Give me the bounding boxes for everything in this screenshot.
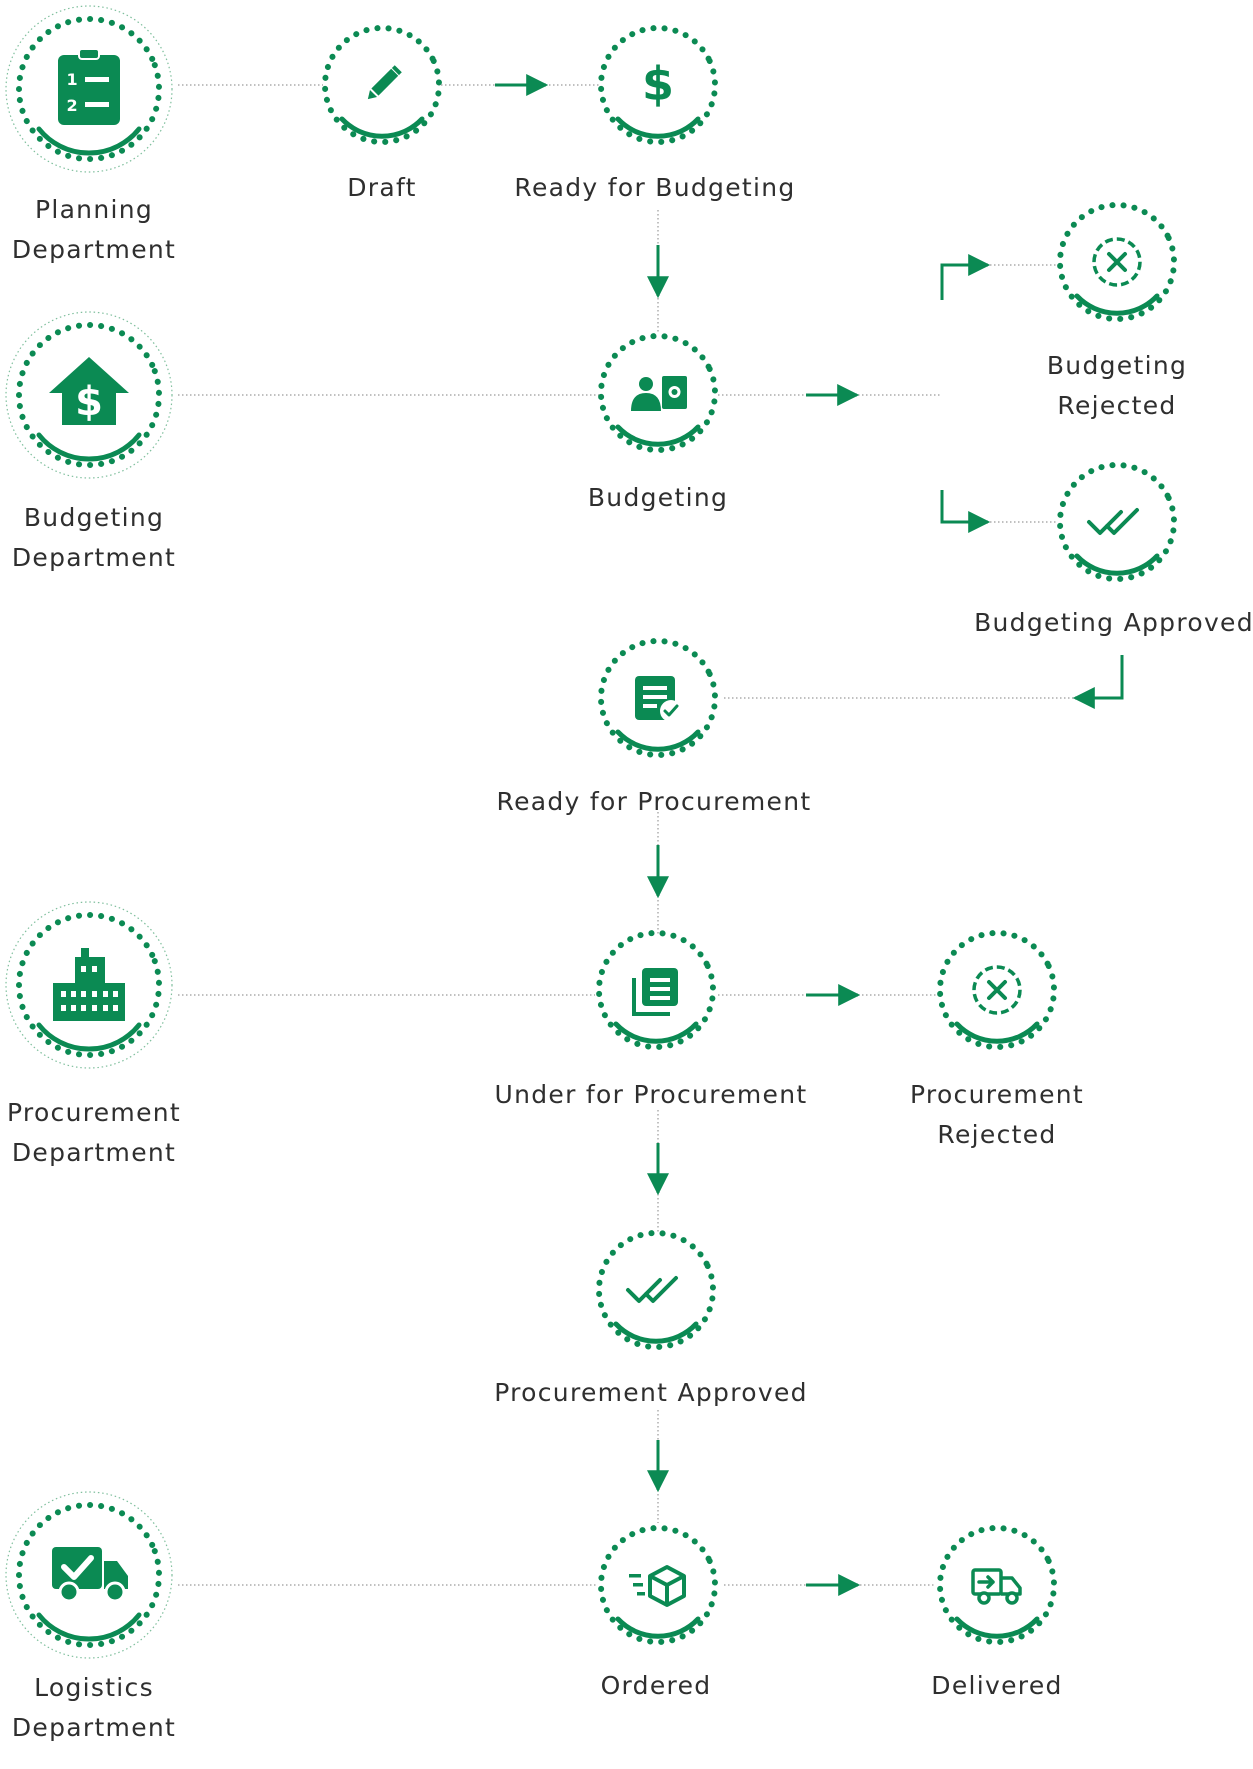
status-label-under-procurement: Under for Procurement (494, 1080, 808, 1109)
dept-node-planning: 1 2 (5, 5, 173, 173)
dollar-icon: $ (642, 57, 674, 111)
truck-check-icon (52, 1547, 128, 1603)
delivery-truck-icon (971, 1568, 1022, 1605)
status-label-ready-procurement: Ready for Procurement (496, 787, 812, 816)
status-label-delivered: Delivered (931, 1671, 1063, 1700)
status-node-budgeting (598, 333, 718, 453)
status-node-ready-budgeting: $ (598, 25, 718, 145)
dept-label-line1: Budgeting (23, 503, 165, 532)
status-label-budgeting-rejected: Budgeting Rejected (1046, 351, 1188, 420)
status-label-ready-budgeting: Ready for Budgeting (514, 173, 796, 202)
documents-icon (632, 968, 678, 1016)
pencil-icon (367, 65, 402, 100)
dept-label-line1: Planning (34, 195, 154, 224)
document-check-icon (635, 676, 682, 722)
flow-arrows (495, 74, 1124, 1596)
dept-label-logistics: Logistics Department (12, 1668, 176, 1748)
dept-node-logistics (5, 1491, 173, 1659)
dept-label-budgeting: Budgeting Department (12, 498, 176, 578)
status-node-under-procurement (596, 930, 716, 1050)
building-icon (53, 948, 125, 1021)
status-node-budgeting-rejected (1057, 202, 1177, 322)
status-label-ordered: Ordered (600, 1671, 712, 1700)
clipboard-list-icon: 1 2 (58, 48, 120, 125)
dept-node-procurement (5, 901, 173, 1069)
dept-label-line2: Department (11, 543, 177, 572)
double-check-icon (1087, 508, 1139, 535)
user-money-icon (631, 376, 687, 411)
dept-label-line1: Procurement (6, 1098, 182, 1127)
status-node-delivered (937, 1525, 1057, 1645)
svg-text:1: 1 (66, 70, 77, 89)
dept-label-line2: Department (11, 1138, 177, 1167)
status-label-budgeting-approved: Budgeting Approved (974, 608, 1253, 637)
status-node-draft (322, 25, 442, 145)
status-node-procurement-approved (596, 1230, 716, 1350)
house-dollar-icon: $ (49, 357, 129, 425)
status-node-budgeting-approved (1057, 462, 1177, 582)
dept-label-planning: Planning Department (12, 190, 176, 270)
arrow-branch-to-rejected (940, 254, 991, 300)
fast-box-icon (629, 1565, 686, 1607)
x-circle-icon (972, 965, 1022, 1015)
dept-label-line2: Department (11, 1713, 177, 1742)
dept-label-procurement: Procurement Department (7, 1093, 181, 1173)
status-label-procurement-approved: Procurement Approved (494, 1378, 808, 1407)
connector-lines (178, 84, 1075, 1586)
status-node-procurement-rejected (937, 930, 1057, 1050)
x-circle-icon (1092, 237, 1142, 287)
status-node-ready-procurement (598, 638, 718, 758)
svg-text:2: 2 (66, 96, 77, 115)
dept-label-line1: Logistics (34, 1673, 154, 1702)
arrow-approved-to-ready-procurement (1072, 655, 1124, 709)
svg-text:$: $ (75, 379, 103, 425)
status-node-ordered (598, 1525, 718, 1645)
dept-node-budgeting: $ (5, 311, 173, 479)
double-check-icon (626, 1276, 678, 1303)
status-label-budgeting: Budgeting (587, 483, 729, 512)
dept-label-line2: Department (11, 235, 177, 264)
status-label-draft: Draft (347, 173, 417, 202)
status-label-procurement-rejected: Procurement Rejected (909, 1080, 1085, 1149)
arrow-branch-to-approved (940, 490, 991, 533)
